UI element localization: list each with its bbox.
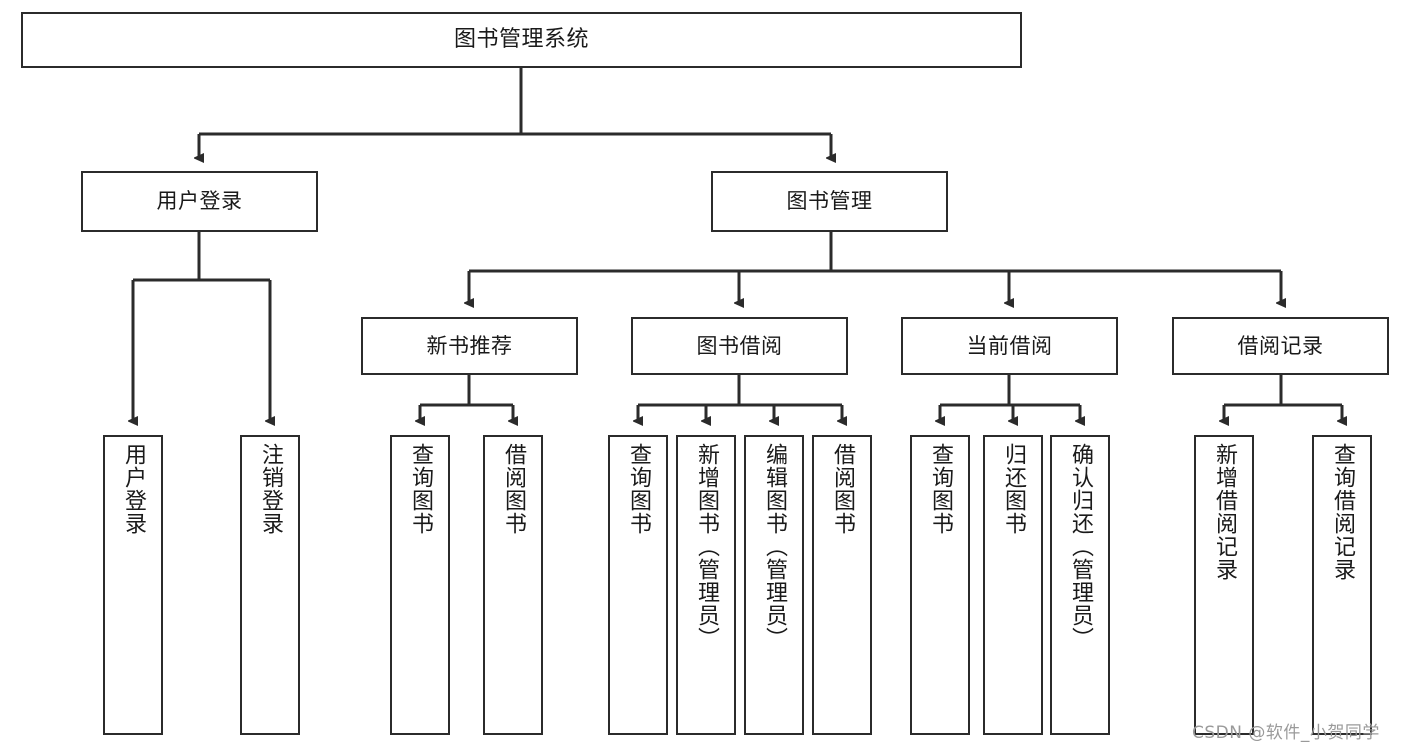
node-leaf-return-book[interactable]: 归还图书 xyxy=(983,435,1043,735)
node-book-borrow-label: 图书借阅 xyxy=(696,333,783,358)
node-root[interactable]: 图书管理系统 xyxy=(21,12,1022,68)
node-book-manage[interactable]: 图书管理 xyxy=(711,171,948,232)
node-leaf-add-record[interactable]: 新增借阅记录 xyxy=(1194,435,1254,735)
node-leaf-user-login-label: 用户登录 xyxy=(120,443,146,535)
node-leaf-query-book-1-label: 查询图书 xyxy=(407,443,433,535)
node-borrow-record-label: 借阅记录 xyxy=(1237,333,1324,358)
node-leaf-query-book-2-label: 查询图书 xyxy=(625,443,651,535)
node-leaf-edit-book[interactable]: 编辑图书（管理员） xyxy=(744,435,804,735)
node-user-login-label: 用户登录 xyxy=(156,189,243,214)
node-leaf-return-book-label: 归还图书 xyxy=(1000,443,1026,535)
node-borrow-record[interactable]: 借阅记录 xyxy=(1172,317,1389,375)
node-leaf-confirm-return[interactable]: 确认归还（管理员） xyxy=(1050,435,1110,735)
node-leaf-borrow-book-2[interactable]: 借阅图书 xyxy=(812,435,872,735)
node-leaf-query-record[interactable]: 查询借阅记录 xyxy=(1312,435,1372,735)
watermark-text: CSDN @软件_小贺同学 xyxy=(1192,723,1380,743)
node-root-label: 图书管理系统 xyxy=(453,27,589,53)
node-leaf-logout[interactable]: 注销登录 xyxy=(240,435,300,735)
node-new-book-recommend[interactable]: 新书推荐 xyxy=(361,317,578,375)
node-leaf-edit-book-label: 编辑图书（管理员） xyxy=(761,443,787,650)
node-leaf-borrow-book-2-label: 借阅图书 xyxy=(829,443,855,535)
node-leaf-query-book-1[interactable]: 查询图书 xyxy=(390,435,450,735)
node-user-login[interactable]: 用户登录 xyxy=(81,171,318,232)
node-leaf-borrow-book-1-label: 借阅图书 xyxy=(500,443,526,535)
node-leaf-user-login[interactable]: 用户登录 xyxy=(103,435,163,735)
node-current-borrow-label: 当前借阅 xyxy=(966,333,1053,358)
node-book-borrow[interactable]: 图书借阅 xyxy=(631,317,848,375)
node-current-borrow[interactable]: 当前借阅 xyxy=(901,317,1118,375)
node-new-book-recommend-label: 新书推荐 xyxy=(426,333,513,358)
node-leaf-query-book-2[interactable]: 查询图书 xyxy=(608,435,668,735)
node-leaf-add-book[interactable]: 新增图书（管理员） xyxy=(676,435,736,735)
node-leaf-add-book-label: 新增图书（管理员） xyxy=(693,443,719,650)
node-leaf-query-book-3-label: 查询图书 xyxy=(927,443,953,535)
node-leaf-confirm-return-label: 确认归还（管理员） xyxy=(1067,443,1093,650)
node-book-manage-label: 图书管理 xyxy=(786,189,873,214)
node-leaf-query-book-3[interactable]: 查询图书 xyxy=(910,435,970,735)
node-leaf-query-record-label: 查询借阅记录 xyxy=(1329,443,1355,581)
node-leaf-borrow-book-1[interactable]: 借阅图书 xyxy=(483,435,543,735)
node-leaf-add-record-label: 新增借阅记录 xyxy=(1211,443,1237,581)
node-leaf-logout-label: 注销登录 xyxy=(257,443,283,535)
